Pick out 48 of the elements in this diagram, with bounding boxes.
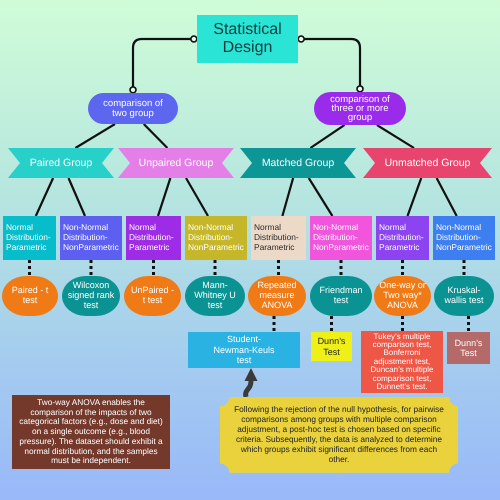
- distribution-box: Normal Distribution-Parametric: [3, 216, 56, 260]
- dotted-line: [28, 260, 31, 276]
- post-hoc-box: Tukey’s multiple comparison test, Bonferroni adjustment test, Duncan’s multiple comparison test, Dunnett’s test.: [361, 331, 443, 393]
- connector-line: [310, 124, 346, 149]
- dotted-line: [467, 316, 470, 332]
- group-ribbon: Paired Group: [8, 148, 114, 178]
- connector-line: [406, 178, 422, 216]
- post-hoc-box: Dunn’s Test: [447, 332, 490, 364]
- connector-line: [142, 123, 168, 149]
- note-box: Two-way ANOVA enables the comparison of the impacts of two categorical factors (e.g., dose and diet) on a single outcome (e.g., blood pressure). The dataset should exhibit a normal distribution, and the samples must be independent.: [12, 395, 170, 469]
- connector-line: [281, 178, 294, 216]
- dotted-line: [90, 260, 92, 276]
- note-panel: Following the rejection of the null hypothesis, for pairwise comparisons among groups with multiple comparison adjustment, a post-hoc test is chosen based on specific criteria. Subsequently, the data is analyzed to determine which groups exhibit significant differences from each other.: [220, 397, 458, 473]
- distribution-box: Normal Distribution-Parametric: [251, 216, 306, 260]
- connector-line: [308, 177, 334, 217]
- connector-line: [74, 123, 116, 149]
- dotted-line: [330, 316, 333, 332]
- connector-line: [297, 35, 364, 93]
- dotted-line: [401, 260, 404, 276]
- group-pill: comparison of two group: [88, 93, 178, 124]
- group-ribbon: Matched Group: [240, 148, 356, 178]
- connector-line: [156, 178, 172, 216]
- connector-line: [34, 178, 54, 216]
- connector-line: [68, 178, 86, 216]
- dotted-line: [401, 316, 404, 331]
- dotted-line: [340, 260, 342, 276]
- distribution-box: Non-Normal Distribution-NonParametric: [185, 216, 247, 260]
- connector-line: [436, 177, 458, 217]
- distribution-box: Non-Normal Distribution-NonParametric: [310, 216, 372, 260]
- post-hoc-box: Student-Newman-Keuls test: [188, 332, 300, 368]
- group-ribbon: Unpaired Group: [118, 148, 234, 178]
- distribution-box: Non-Normal Distribution-NonParametric: [60, 216, 122, 260]
- dotted-line: [462, 260, 466, 276]
- connector-line: [129, 35, 198, 94]
- dotted-line: [214, 260, 216, 276]
- group-pill: comparison of three or more group: [314, 92, 406, 125]
- connector-line: [376, 124, 415, 149]
- connector-line: [185, 177, 209, 217]
- distribution-box: Normal Distribution-Parametric: [126, 216, 181, 260]
- post-hoc-box: Dunn’s Test: [311, 332, 352, 361]
- dotted-line: [152, 260, 155, 276]
- distribution-box: Non-Normal Distribution-NonParametric: [433, 216, 495, 260]
- dotted-line: [277, 260, 280, 276]
- distribution-box: Normal Distribution-Parametric: [376, 216, 429, 260]
- title-box: Statistical Design: [197, 15, 298, 63]
- arrow: [243, 368, 258, 398]
- group-ribbon: Unmatched Group: [363, 148, 492, 178]
- dotted-line: [272, 316, 276, 332]
